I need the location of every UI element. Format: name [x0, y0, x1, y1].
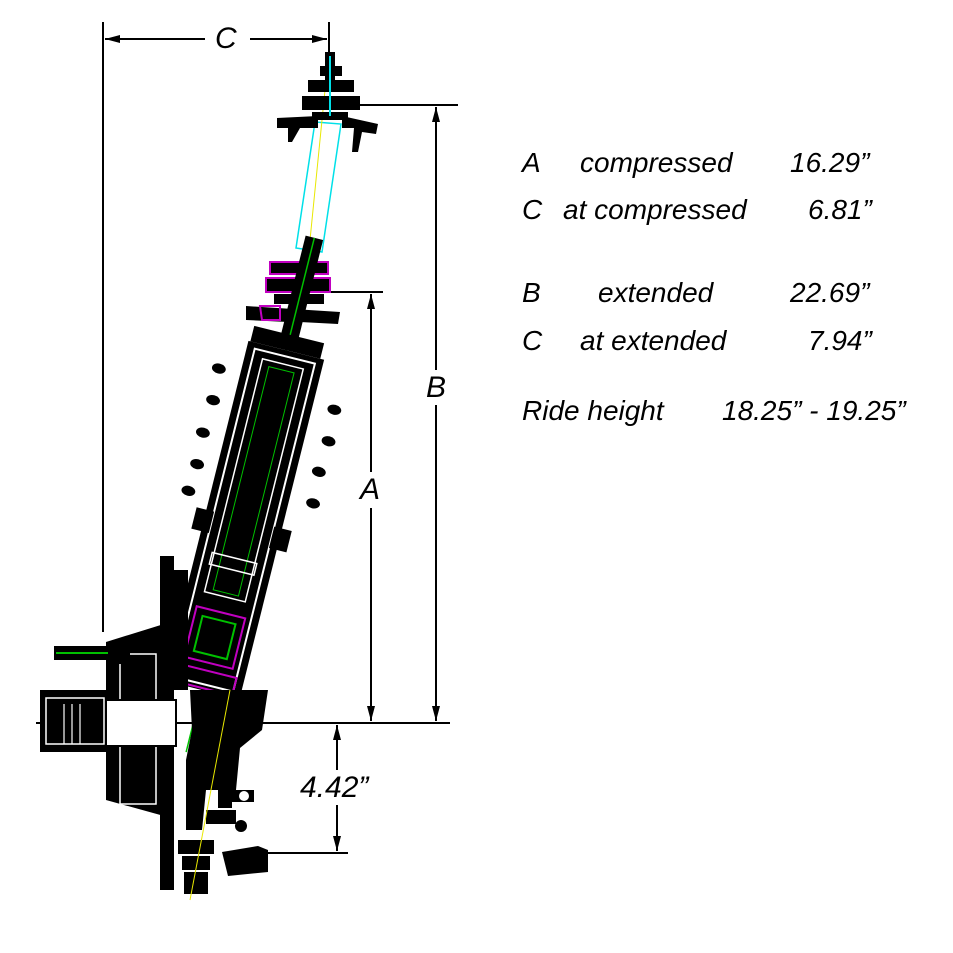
dimension-bottom-offset [265, 725, 348, 854]
spec-description: extended [598, 277, 714, 308]
spec-value: 16.29” [790, 147, 870, 178]
brake-fitting [54, 642, 130, 664]
spec-value: 6.81” [808, 194, 872, 225]
dimension-c-label: C [215, 22, 237, 55]
coilover-body [163, 235, 342, 753]
spec-letter: C [522, 325, 543, 356]
dimension-c-top [102, 22, 330, 632]
hub-assembly [40, 624, 177, 816]
spec-description: compressed [580, 147, 733, 178]
dimension-offset-label: 4.42” [300, 771, 369, 804]
spec-value: 22.69” [790, 277, 870, 308]
spec-letter: A [522, 147, 541, 178]
dimension-b [350, 104, 458, 721]
ride-height-label: Ride height [522, 395, 664, 426]
spec-value: 7.94” [808, 325, 872, 356]
dimension-a [318, 291, 383, 721]
spec-letter: B [522, 277, 541, 308]
upper-mount-extended [277, 52, 378, 152]
ride-height-value: 18.25” - 19.25” [722, 395, 906, 426]
spec-description: at compressed [563, 194, 747, 225]
dimension-a-label: A [360, 473, 381, 506]
dimension-b-label: B [426, 371, 447, 404]
spec-letter: C [522, 194, 543, 225]
spec-description: at extended [580, 325, 727, 356]
lower-mount [178, 689, 268, 901]
